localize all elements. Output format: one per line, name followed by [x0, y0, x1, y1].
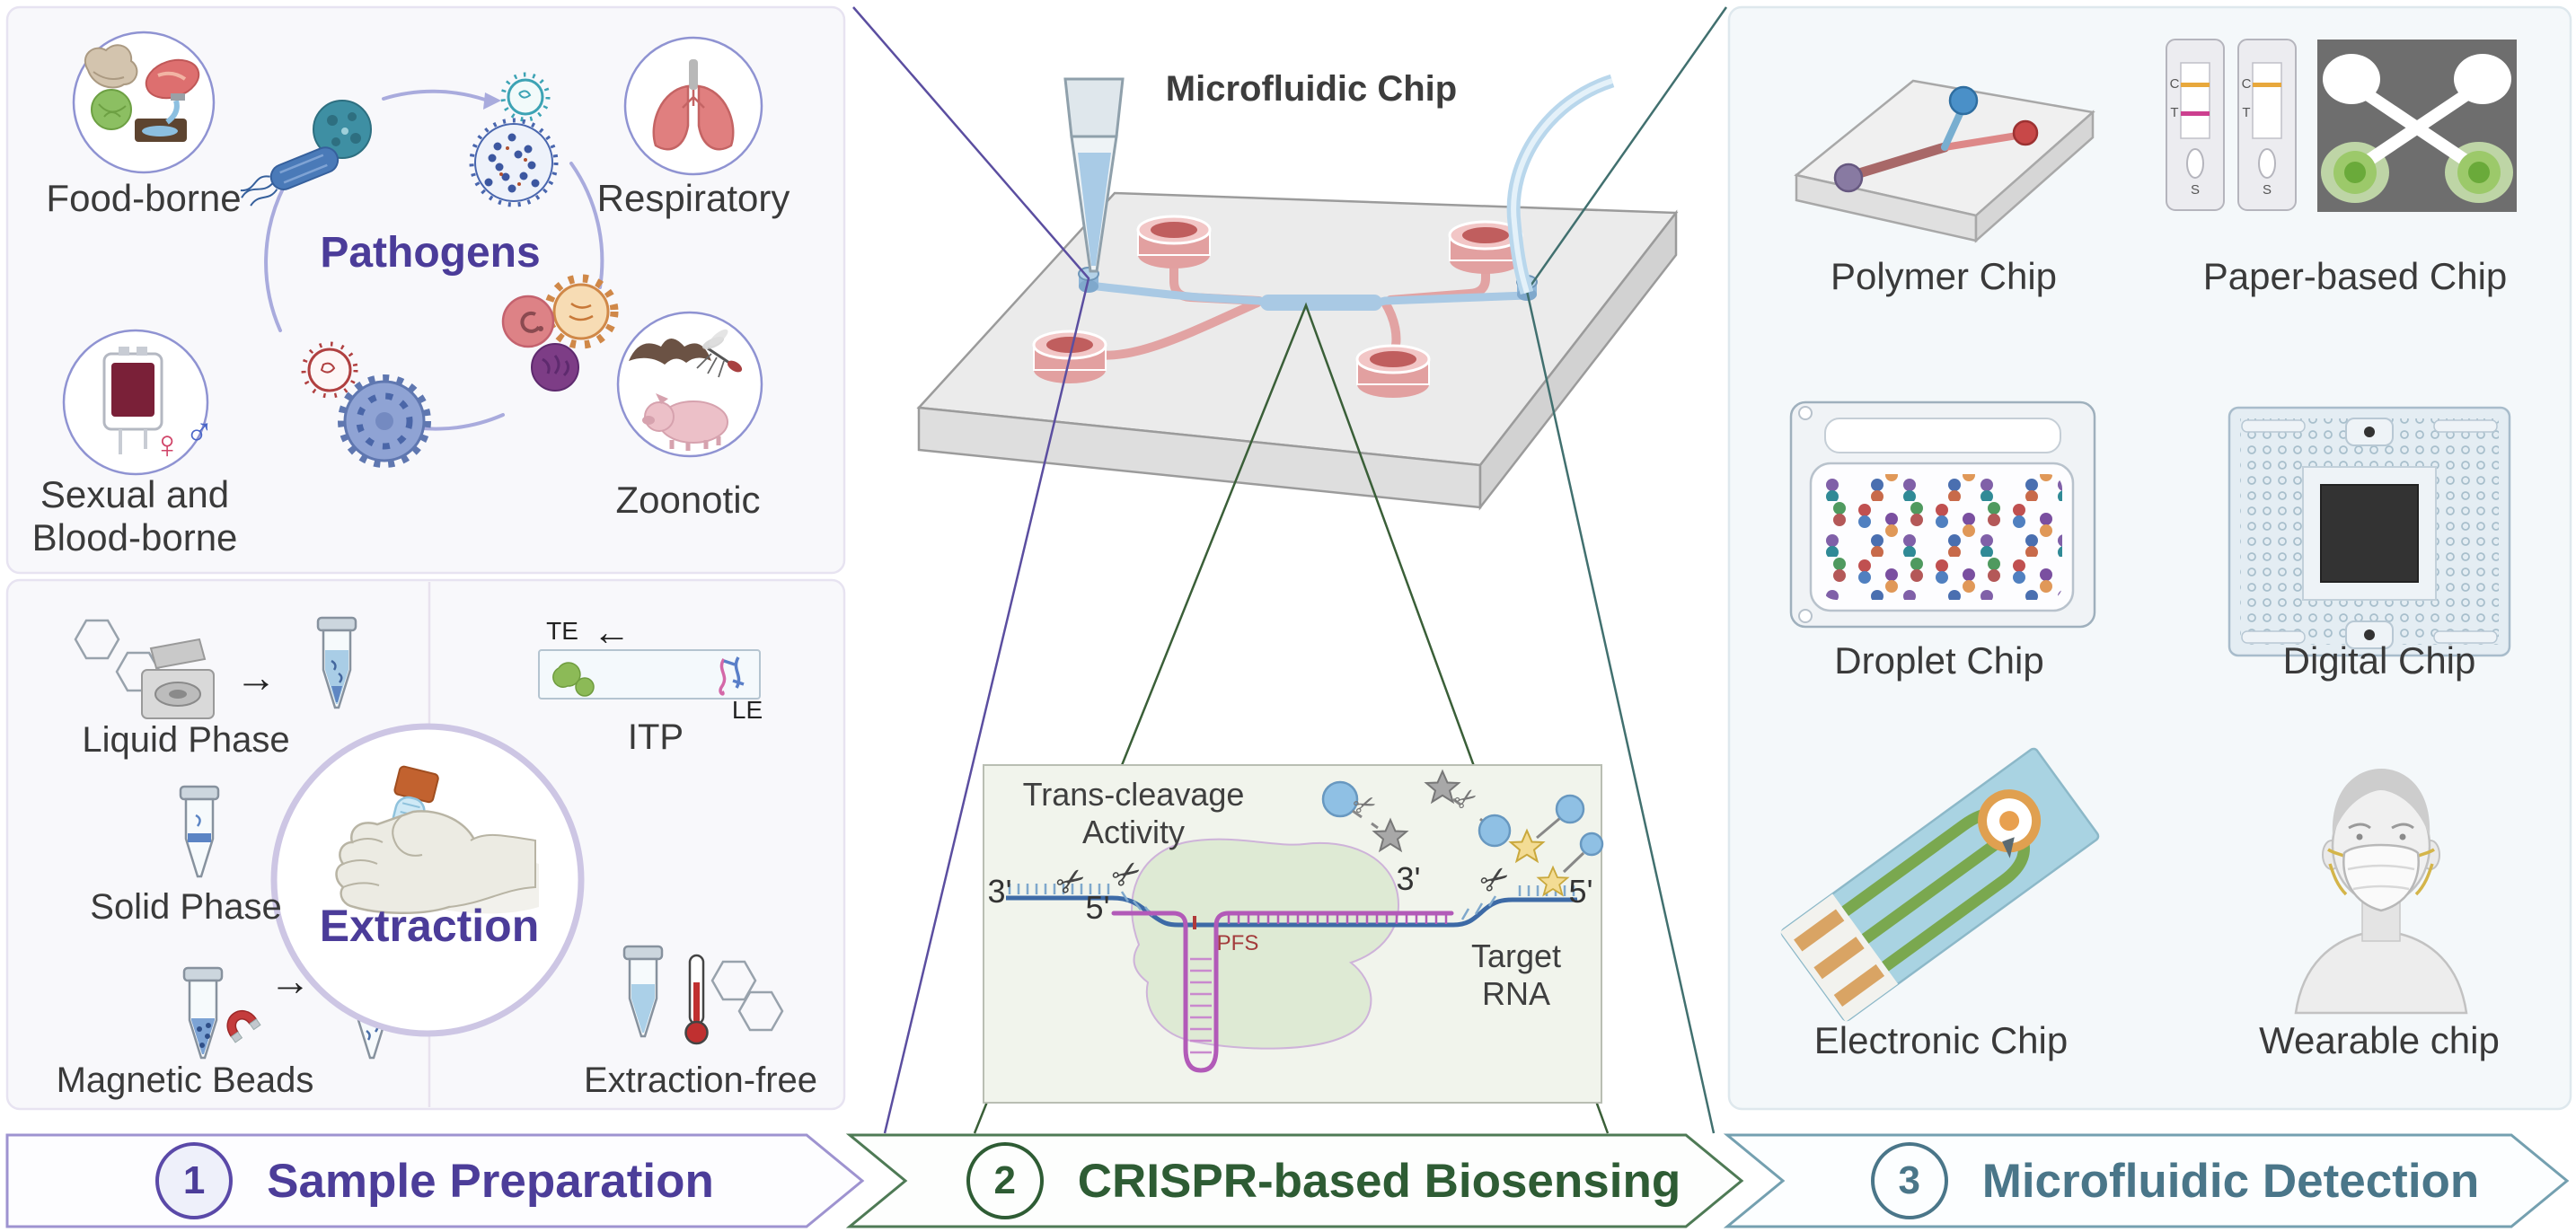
extraction-free-label: Extraction-free [583, 1060, 818, 1100]
trans-cleavage-inset: ✂ ✂ ✂ ✂ ✂ [983, 764, 1604, 1104]
bacterium [240, 146, 340, 207]
electronic-chip-label: Electronic Chip [1813, 1019, 2069, 1061]
step-1-sample-preparation: 1 Sample Preparation [7, 1135, 862, 1227]
lfa-s-label: S [2190, 182, 2201, 198]
prime5-left-label: 5' [1085, 889, 1110, 926]
tube-liquid-phase [316, 616, 357, 709]
tube-magnetic-1 [182, 966, 224, 1060]
virus-red [301, 341, 358, 399]
prime3-mid-label: 3' [1396, 860, 1421, 897]
pfs-label: PFS [1216, 931, 1259, 955]
step-2-label: CRISPR-based Biosensing [1077, 1154, 1681, 1208]
blood-bag-icon [102, 347, 163, 454]
droplet-chip-label: Droplet Chip [1834, 639, 2044, 682]
cas-protein-blob [1131, 838, 1399, 1050]
virus-big-blue [469, 118, 559, 207]
polymer-chip-icon [1794, 79, 2095, 243]
inset-title-line1: Trans-cleavage [1022, 776, 1245, 813]
liquid-phase-icons [74, 619, 215, 719]
magnet-icon [226, 1009, 261, 1043]
step-1-number-badge: 1 [155, 1142, 234, 1219]
lfa-t-label: T [2170, 105, 2179, 120]
food-borne-label: Food-borne [46, 177, 242, 219]
food-borne-icon [84, 44, 200, 142]
target-rna-line2: RNA [1481, 975, 1551, 1012]
respiratory-label: Respiratory [596, 177, 790, 219]
molecule-hexagons [710, 960, 784, 1032]
sexual-label-line2: Blood-borne [31, 516, 238, 559]
zoonotic-icon [629, 329, 743, 451]
tubing-highlight [1511, 78, 1613, 294]
chip-title: Microfluidic Chip [1165, 69, 1458, 109]
zoonotic-label: Zoonotic [615, 479, 761, 521]
cleaved-reporters: ✂ ✂ [1321, 770, 1512, 851]
lungs-icon [652, 59, 735, 151]
pathogen-cluster [240, 72, 619, 468]
tube-solid-phase-1 [179, 785, 220, 878]
step-2-number-badge: 2 [966, 1142, 1044, 1219]
step-3-label: Microfluidic Detection [1981, 1154, 2480, 1208]
step-1-label: Sample Preparation [267, 1154, 714, 1208]
solid-phase-label: Solid Phase [90, 887, 282, 927]
wearable-chip-label: Wearable chip [2259, 1019, 2500, 1061]
target-rna-line1: Target [1470, 937, 1562, 974]
step-3-number-badge: 3 [1870, 1142, 1948, 1219]
virus-small-teal [500, 72, 551, 122]
mosquito-icon [696, 329, 743, 378]
tube-extraction-free [622, 945, 664, 1038]
ring-arrowhead [483, 92, 501, 110]
lfa-c-label: C [2169, 76, 2180, 92]
itp-icon [538, 649, 761, 700]
thermometer-icon [684, 954, 709, 1045]
pathogens-title: Pathogens [320, 229, 541, 277]
virus-corona [338, 374, 431, 468]
extraction-title: Extraction [319, 901, 540, 951]
female-icon: ♀ [153, 423, 182, 467]
gloved-hand [335, 810, 536, 915]
wearable-chip-icon [2294, 769, 2468, 1015]
digital-chip-label: Digital Chip [2282, 639, 2476, 682]
chip-blue-channel [1084, 281, 1531, 311]
te-label: TE [546, 617, 578, 645]
le-label: LE [731, 696, 763, 724]
liquid-phase-label: Liquid Phase [82, 720, 290, 760]
inset-title-line2: Activity [1081, 814, 1186, 850]
prime3-left-label: 3' [987, 873, 1012, 910]
step-2-crispr-biosensing: 2 CRISPR-based Biosensing [905, 1135, 1742, 1227]
sexual-label-line1: Sexual and [40, 473, 230, 515]
arrow-icon: → [235, 654, 277, 700]
polymer-chip-label: Polymer Chip [1830, 255, 2058, 297]
pig-icon [642, 393, 728, 451]
lfa-s-label: S [2262, 182, 2272, 198]
magnetic-beads-label: Magnetic Beads [56, 1060, 314, 1100]
intact-reporters [1510, 794, 1604, 896]
prime5-right-label: 5' [1568, 873, 1593, 910]
male-icon: ♂ [185, 410, 215, 454]
virus-teal [313, 100, 372, 159]
crrna-strand [1111, 911, 1454, 1073]
pipette-icon [1063, 77, 1125, 273]
paper-chip-icon [2166, 39, 2517, 212]
virus-purple [531, 343, 579, 392]
arrow-icon: ← [593, 611, 631, 653]
lfa-c-label: C [2241, 76, 2252, 92]
electronic-chip-icon [1779, 747, 2100, 1023]
extraction-circle [270, 723, 585, 1037]
droplet-chip-icon [1789, 400, 2096, 629]
lfa-t-label: T [2242, 105, 2251, 120]
paper-chip-label: Paper-based Chip [2202, 255, 2508, 297]
digital-chip-icon [2228, 406, 2511, 657]
cell-pink [501, 295, 555, 348]
itp-label: ITP [627, 717, 684, 757]
step-3-microfluidic-detection: 3 Microfluidic Detection [1783, 1135, 2567, 1227]
